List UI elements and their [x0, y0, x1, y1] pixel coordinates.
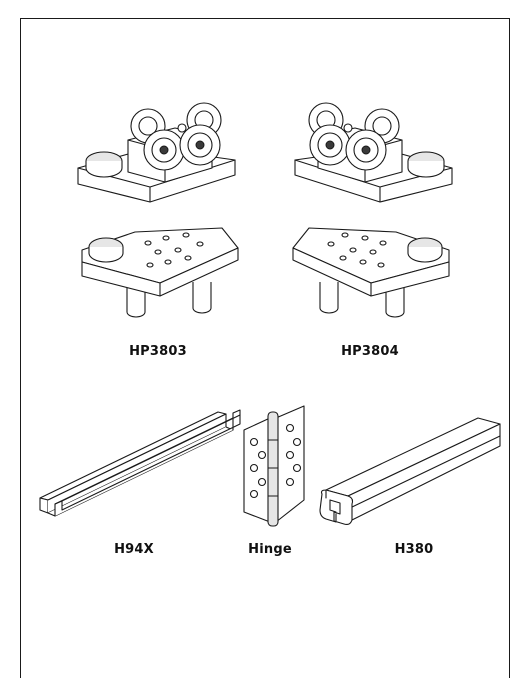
hinge — [243, 405, 305, 527]
hp3804-mounting-plate — [292, 227, 450, 318]
hp3803-trolley — [77, 102, 236, 203]
label-h94x: H94X — [114, 542, 154, 557]
hp3804-trolley — [294, 102, 453, 203]
h380-rail — [319, 417, 501, 526]
hp3803-mounting-plate — [81, 227, 239, 318]
label-h380: H380 — [394, 542, 434, 557]
diagram-frame — [20, 18, 510, 678]
label-hinge: Hinge — [248, 542, 292, 557]
h94x-channel — [39, 409, 241, 517]
label-hp3803: HP3803 — [129, 344, 187, 359]
label-hp3804: HP3804 — [341, 344, 399, 359]
